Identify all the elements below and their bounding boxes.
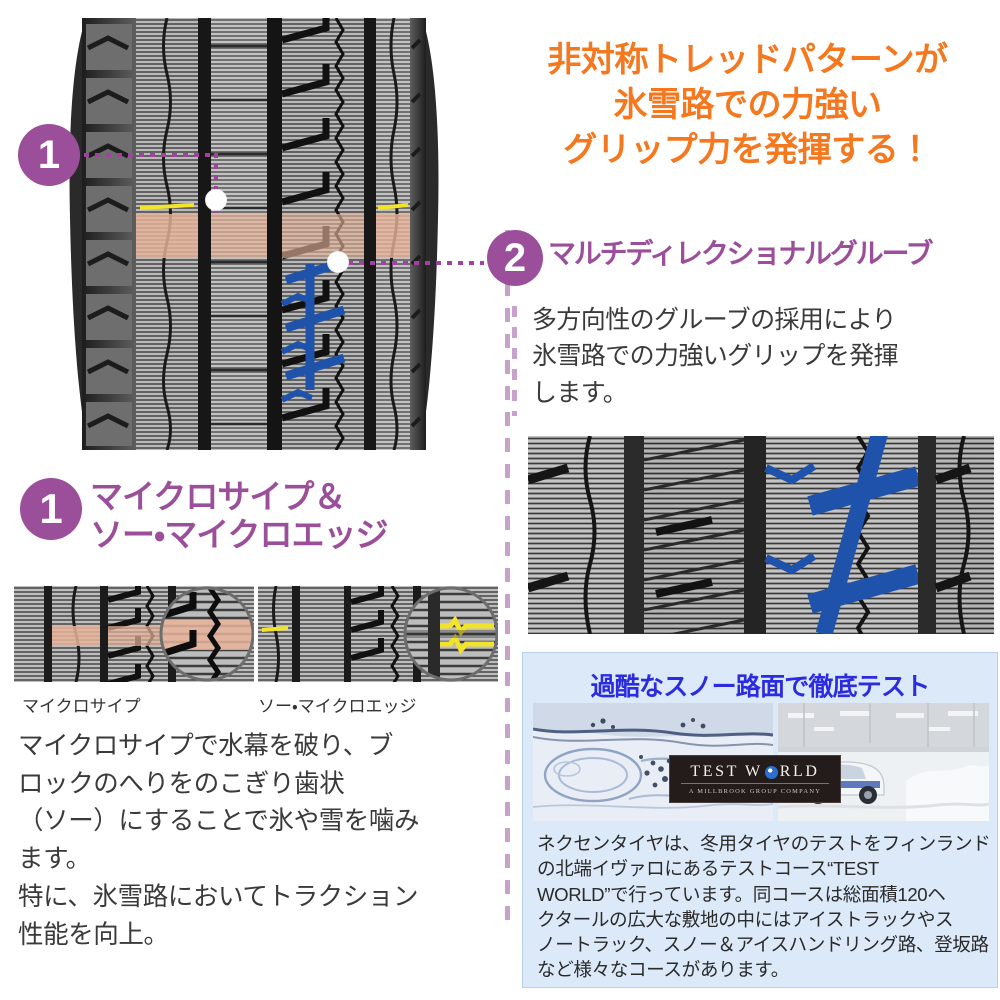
test-world-body-line-3: WORLD”で行っています。同コースは総面積120ヘ: [537, 883, 946, 905]
callout-1-point-dot: [206, 190, 226, 210]
section-1-body-line-6: 性能を向上。: [18, 920, 169, 949]
headline-line-2: 氷雪路での力強い: [613, 85, 883, 124]
vertical-dashed-divider: [505, 230, 510, 920]
section-1-body-line-3: （ソー）にすることで氷や雪を噛み: [18, 807, 420, 836]
test-world-body-line-5: ノートラック、スノー＆アイスハンドリング路、登坂路: [537, 934, 989, 956]
section-2-body: 多方向性のグルーブの採用により 氷雪路での力強いグリップを発揮 します。: [532, 302, 998, 411]
section-1-title-line-2: ソー・マイクロエッジ: [90, 516, 389, 554]
section-1-body-line-2: ロックのへりをのこぎり歯状: [18, 769, 345, 798]
micro-sipe-illustration: [14, 586, 254, 682]
section-2-tread-closeup-image: [528, 436, 994, 634]
test-world-photo-strip: TEST W RLD A MILLBROOK GROUP COMPANY: [533, 703, 989, 821]
section-2-number-badge: 2: [487, 230, 543, 286]
test-world-logo: TEST W RLD A MILLBROOK GROUP COMPANY: [669, 755, 841, 803]
test-world-logo-subtitle: A MILLBROOK GROUP COMPANY: [688, 787, 822, 795]
micro-sipe-thumbnail: [14, 586, 254, 682]
section-1-body-line-4: ます。: [18, 845, 91, 874]
callout-marker-1: 1: [18, 124, 80, 186]
logo-divider-rule: [681, 782, 829, 784]
callout-1-leader-line: [84, 153, 214, 157]
test-world-wordmark-right: RLD: [779, 762, 820, 780]
saw-micro-edge-illustration: [258, 586, 498, 682]
section-1-title: マイクロサイプ＆ ソー・マイクロエッジ: [90, 478, 389, 555]
saw-micro-edge-thumbnail: [258, 586, 498, 682]
test-world-body-line-4: クタールの広大な敷地の中にはアイストラックやス: [537, 908, 954, 930]
callout-2-point-dot: [328, 252, 348, 272]
callout-1-leader-vertical: [214, 153, 218, 217]
test-world-wordmark: TEST W RLD: [690, 762, 820, 780]
section-2-body-accent-rule: [512, 306, 517, 416]
test-world-body-line-2: の北端イヴァロにあるテストコース“TEST: [537, 858, 879, 880]
globe-icon: [764, 766, 778, 779]
saw-micro-edge-caption: ソー・マイクロエッジ: [258, 697, 417, 716]
test-world-body-line-1: ネクセンタイヤは、冬用タイヤのテストをフィンランド: [537, 833, 991, 854]
section-1-body-line-5: 特に、氷雪路においてトラクション: [18, 882, 419, 911]
section-1-body-line-1: マイクロサイプで水幕を破り、ブ: [18, 732, 393, 760]
test-world-wordmark-left: TEST W: [690, 762, 763, 780]
headline: 非対称トレッドパターンが 氷雪路での力強い グリップ力を発揮する！: [500, 38, 995, 173]
callout-2-leader-line: [348, 261, 484, 265]
headline-line-1: 非対称トレッドパターンが: [547, 41, 948, 79]
test-world-title: 過酷なスノー路面で徹底テスト: [590, 673, 931, 701]
tire-tread-illustration: [64, 18, 444, 450]
section-2-body-line-3: します。: [532, 378, 628, 407]
main-tire-image: [64, 18, 444, 450]
tread-closeup-illustration: [528, 436, 994, 634]
section-2-title: マルチディレクショナルグルーブ: [548, 238, 934, 269]
section-1-body: マイクロサイプで水幕を破り、ブ ロックのへりをのこぎり歯状 （ソー）にすることで…: [18, 728, 496, 954]
micro-sipe-caption: マイクロサイプ: [22, 697, 141, 716]
test-world-body-line-6: など様々なコースがあります。: [537, 959, 789, 981]
test-world-panel: 過酷なスノー路面で徹底テスト: [522, 652, 998, 988]
section-1-number-badge: 1: [20, 478, 82, 540]
test-world-body: ネクセンタイヤは、冬用タイヤのテストをフィンランド の北端イヴァロにあるテストコ…: [537, 831, 991, 983]
section-2-body-line-1: 多方向性のグルーブの採用により: [532, 306, 897, 334]
section-1-title-line-1: マイクロサイプ＆: [90, 478, 346, 515]
section-2-body-line-2: 氷雪路での力強いグリップを発揮: [532, 342, 899, 371]
headline-line-3: グリップ力を発揮する！: [563, 130, 932, 169]
